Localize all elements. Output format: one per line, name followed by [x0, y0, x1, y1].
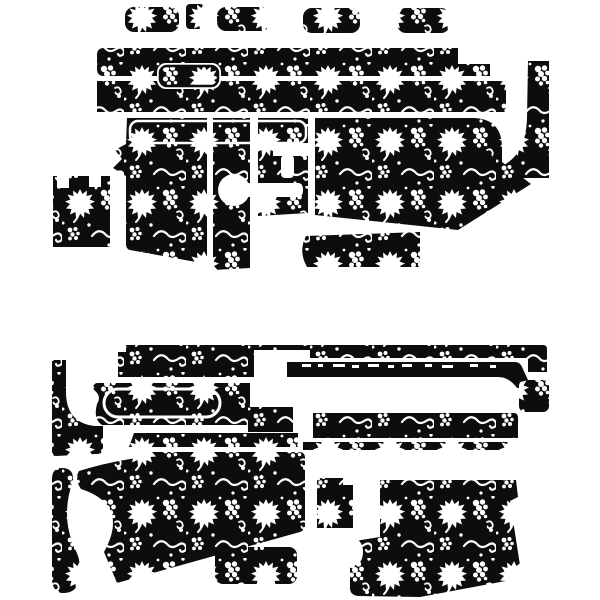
- bar-tick-10: [470, 364, 478, 367]
- rail-slot-outline: [128, 119, 308, 145]
- bolt-catch-stub: [281, 155, 294, 178]
- upper-strip-2: [97, 81, 506, 112]
- pin-slot-bar: [234, 183, 303, 197]
- bar-tick-5: [368, 364, 379, 367]
- lower-panel-notch: [347, 539, 363, 565]
- mid-strip-left: [129, 433, 298, 447]
- black-outlines: [158, 64, 220, 88]
- bar-tick-2: [318, 364, 323, 367]
- handguard-body: [76, 452, 306, 583]
- upper-strip-1: [97, 48, 490, 76]
- charging-handle-strip: [93, 383, 293, 432]
- grip-notch-2: [89, 176, 101, 187]
- top-tab-5: [397, 8, 450, 33]
- bar-tick-7: [402, 364, 412, 367]
- takedown-pin-dot: [474, 151, 494, 171]
- bolt-catch-bar: [273, 143, 310, 156]
- bottom-rounded-tab: [215, 547, 297, 584]
- bar-tick-6: [388, 365, 394, 368]
- bottom-top-strip: [118, 345, 547, 377]
- bar-tick-8: [425, 364, 432, 367]
- bar-tick-9: [442, 365, 453, 368]
- grip-notch-1: [57, 176, 69, 188]
- small-panel: [317, 478, 353, 528]
- bottom-small-square: [519, 380, 549, 412]
- trigger-guard-outline: [158, 64, 220, 88]
- left-angle-piece: [52, 360, 103, 456]
- bottom-solid-bar: [287, 362, 529, 388]
- rear-hook-piece: [497, 61, 549, 178]
- pin-hole: [218, 174, 250, 206]
- bar-tick-3: [333, 364, 345, 367]
- thin-strip-right: [303, 442, 520, 450]
- bar-tick-4: [352, 365, 359, 368]
- top-tab-3: [217, 7, 270, 31]
- top-tab-2: [186, 4, 204, 29]
- receiver-body-left: [113, 118, 207, 264]
- receiver-body-right: [315, 118, 531, 230]
- lower-right-panel: [350, 480, 522, 597]
- buffer-strip: [302, 232, 420, 267]
- charging-slot-outline: [102, 387, 222, 419]
- bar-tick-1: [302, 364, 311, 367]
- bar-tick-11: [490, 365, 496, 368]
- mid-strip-right: [313, 413, 518, 438]
- top-tab-1: [125, 7, 179, 32]
- banana-piece: [52, 468, 81, 594]
- top-tab-4: [303, 8, 360, 33]
